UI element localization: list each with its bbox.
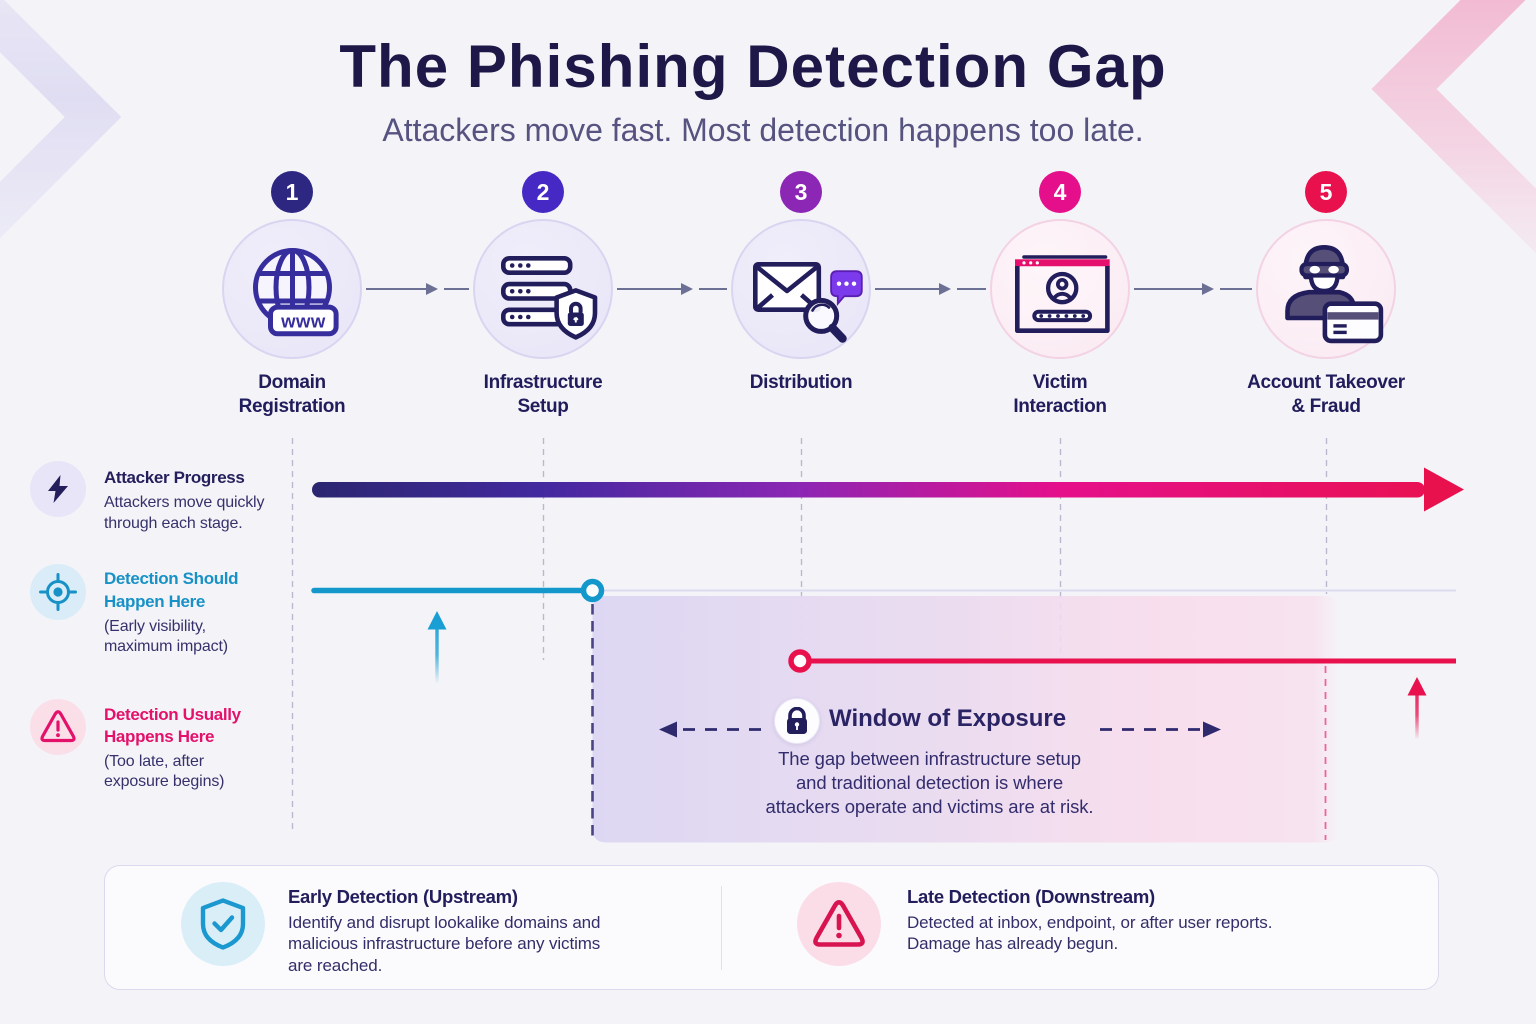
late-detection-icon-circle [796, 882, 881, 966]
stage-3-label: Distribution [749, 372, 853, 394]
globe-www-icon: www [252, 247, 339, 336]
exposure-title: Window of Exposure [829, 704, 1067, 732]
stage-3-icon-circle [731, 219, 871, 359]
lock-icon [787, 707, 807, 734]
attacker-progress-title: Attacker Progress [104, 467, 245, 487]
attacker-progress-icon-circle [30, 461, 86, 517]
footer-panel [103, 865, 1439, 990]
late-detection-line [788, 649, 1456, 673]
early-detection-icon-circle [180, 882, 265, 966]
login-window-icon [1014, 254, 1110, 333]
late-detection-title: Late Detection (Downstream) [907, 886, 1155, 908]
lock-icon-circle [774, 698, 820, 744]
detection-should-note: (Early visibility,maximum impact) [104, 617, 228, 656]
footer-divider [720, 886, 722, 970]
fraudster-card-icon [1285, 244, 1384, 343]
late-detection-up-arrow [1407, 677, 1427, 739]
early-detection-up-arrow [427, 611, 447, 684]
detection-usually-icon-circle [30, 699, 86, 755]
right-chevron-decoration [1371, 0, 1536, 254]
server-shield-icon [501, 256, 598, 340]
left-chevron-decoration [0, 0, 122, 239]
svg-text:www: www [280, 310, 326, 331]
early-detection-title: Early Detection (Upstream) [288, 886, 518, 908]
stage-connectors [366, 283, 1252, 295]
early-detection-marker [580, 578, 605, 603]
stage-4-icon-circle [990, 219, 1130, 359]
alert-triangle-icon [40, 710, 76, 743]
stage-2-badge: 2 [522, 171, 564, 213]
stage-5-icon-circle [1256, 219, 1396, 359]
credit-card-icon [1322, 300, 1384, 343]
magnifier-icon [802, 297, 847, 343]
window-of-exposure-box [592, 596, 1339, 843]
stage-3-badge: 3 [780, 171, 822, 213]
stage-2-icon-circle [473, 219, 613, 359]
exposure-span-arrows [659, 721, 1221, 738]
attacker-progress-bar [312, 467, 1464, 512]
shield-check-icon [200, 898, 245, 950]
stage-5-badge: 5 [1305, 171, 1347, 213]
lightning-icon [48, 475, 68, 503]
page-title: The Phishing Detection Gap [339, 33, 1167, 101]
late-detection-description: Detected at inbox, endpoint, or after us… [907, 912, 1273, 954]
detection-should-icon-circle [30, 564, 86, 620]
stage-1-badge: 1 [271, 171, 313, 213]
chat-bubble-icon [829, 269, 863, 306]
stage-4-badge: 4 [1039, 171, 1081, 213]
email-search-icon [752, 261, 863, 343]
alert-triangle-icon [812, 900, 865, 947]
exposure-description: The gap between infrastructure setup and… [765, 748, 1094, 818]
stage-1-icon-circle: www [222, 219, 362, 359]
stage-guide-lines [291, 438, 1328, 833]
stage-5-label: Account Takeover& Fraud [1247, 372, 1405, 418]
early-detection-description: Identify and disrupt lookalike domains a… [288, 912, 601, 975]
target-icon [39, 573, 77, 611]
page-subtitle: Attackers move fast. Most detection happ… [382, 111, 1144, 148]
